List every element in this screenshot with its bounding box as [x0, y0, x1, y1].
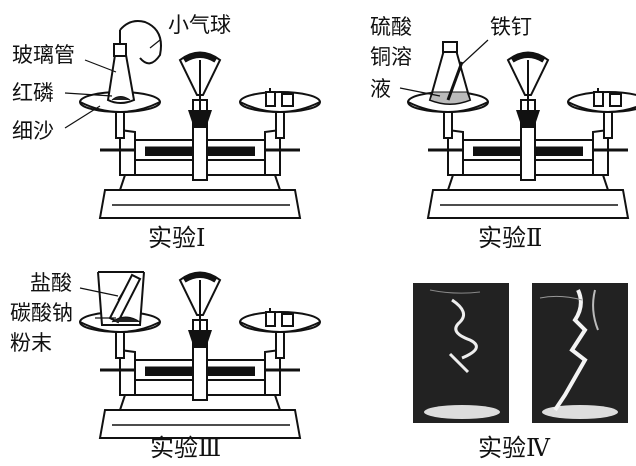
panel-2: 硫酸 铜溶 液 铁钉 实验Ⅱ: [370, 15, 636, 252]
label-sodium-carbonate-1: 碳酸钠: [10, 301, 73, 325]
photo-after: [532, 283, 628, 423]
label-iron-nail: 铁钉: [490, 15, 532, 39]
label-glass-tube: 玻璃管: [12, 43, 75, 67]
caption-experiment-2: 实验Ⅱ: [478, 224, 542, 252]
label-copper-sulfate-1: 硫酸: [370, 15, 412, 39]
caption-experiment-1: 实验Ⅰ: [148, 224, 205, 252]
label-copper-sulfate-2: 铜溶: [370, 45, 412, 69]
flask-with-phosphorus: [108, 21, 161, 103]
photo-before: [413, 283, 509, 423]
label-red-phosphorus: 红磷: [12, 81, 54, 105]
panel-1: 小气球 玻璃管 红磷 细沙 实验Ⅰ: [12, 13, 320, 252]
label-balloon: 小气球: [168, 13, 231, 37]
beaker-with-test-tube: [98, 272, 144, 325]
label-sodium-carbonate-2: 粉末: [10, 331, 52, 355]
caption-experiment-4: 实验Ⅳ: [478, 434, 551, 462]
label-hydrochloric-acid: 盐酸: [30, 271, 72, 295]
label-copper-sulfate-3: 液: [370, 77, 391, 101]
label-fine-sand: 细沙: [12, 119, 54, 143]
panel-3: 盐酸 碳酸钠 粉末 实验Ⅲ: [10, 271, 320, 462]
caption-experiment-3: 实验Ⅲ: [150, 434, 221, 462]
panel-4: 实验Ⅳ: [413, 283, 628, 462]
